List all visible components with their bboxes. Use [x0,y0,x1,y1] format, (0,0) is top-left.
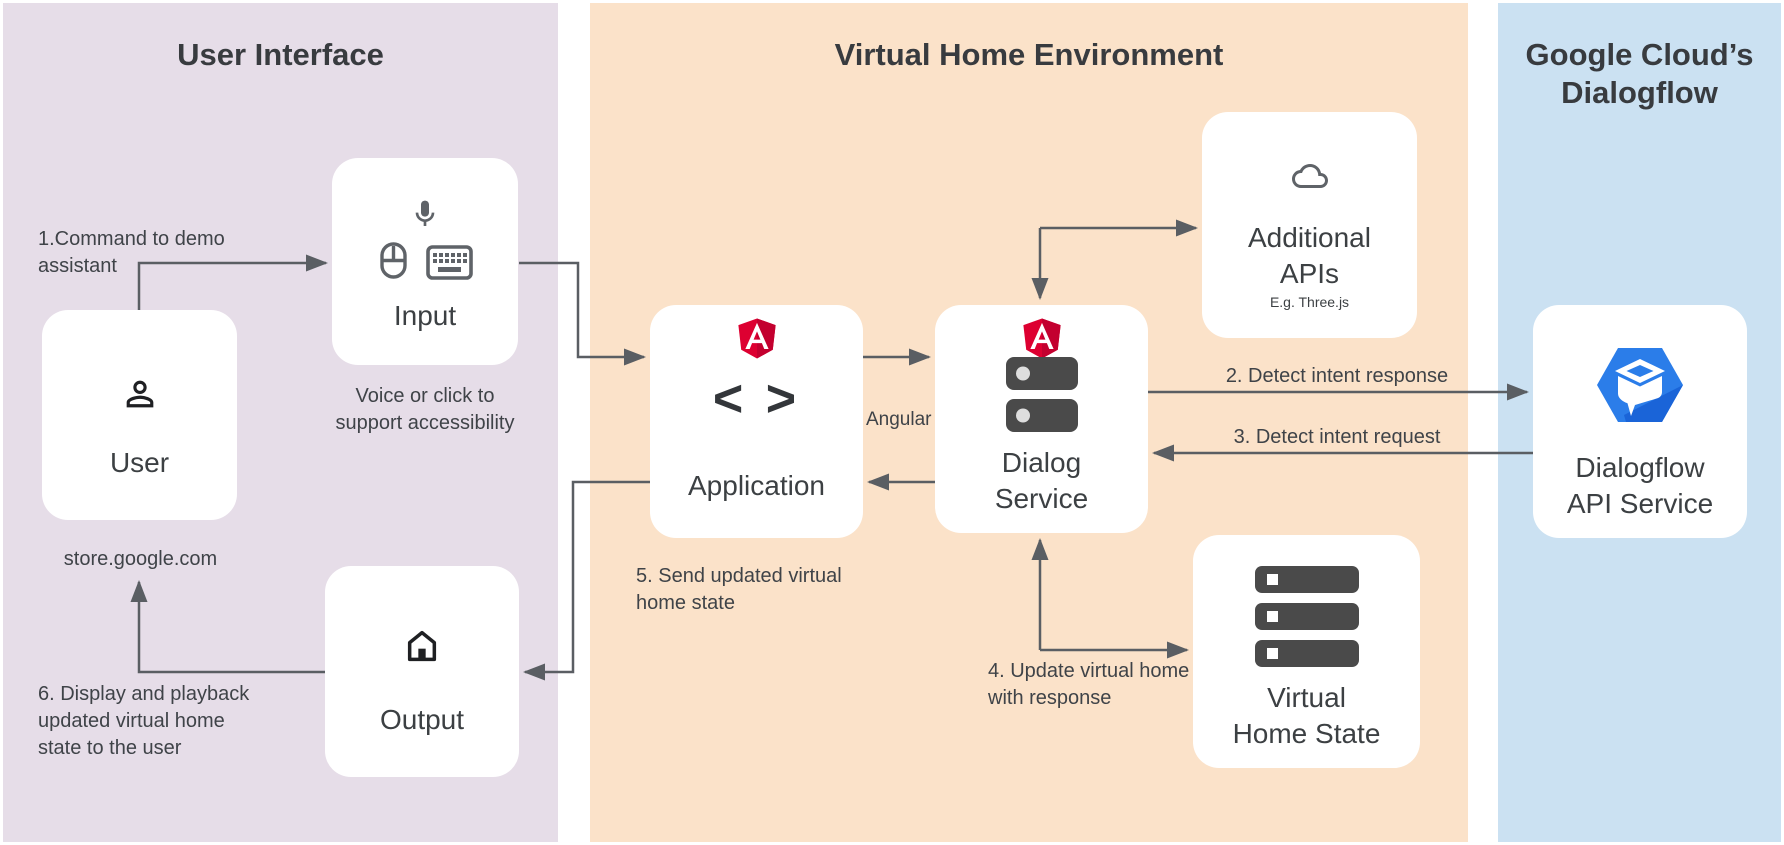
annotation-store-url: store.google.com [63,548,218,570]
virtual-home-state-label-line2: Home State [1232,718,1381,749]
person-icon [120,374,160,419]
dialogflow-api-service-label: Dialogflow API Service [1533,450,1747,522]
angular-logo-icon [1017,311,1067,369]
node-additional-apis: Additional APIs E.g. Three.js [1202,112,1417,338]
annotation-voice-caption: Voice or click to support accessibility [335,385,515,434]
microphone-icon [409,190,441,243]
node-dialogflow-api-service: Dialogflow API Service [1533,305,1747,538]
annotation-step2: 2. Detect intent response [1225,365,1449,387]
annotation-step3: 3. Detect intent request [1233,426,1441,448]
virtual-home-state-label-line1: Virtual [1267,682,1346,713]
additional-apis-subtitle: E.g. Three.js [1269,294,1350,310]
dialogflow-api-service-label-line2: API Service [1566,488,1714,519]
node-input: Input [332,158,518,365]
additional-apis-label-line1: Additional [1248,222,1371,253]
annotation-step6: 6. Display and playback updated virtual … [38,683,250,759]
node-application: < > Application [650,305,863,538]
input-label: Input [393,300,457,331]
dialogflow-api-service-label-line1: Dialogflow [1575,452,1705,483]
node-dialog-service: Dialog Service [935,305,1148,533]
dialog-service-label-line2: Service [994,483,1089,514]
additional-apis-label: Additional APIs [1202,220,1417,292]
annotation-step5: 5. Send updated virtual home state [636,565,842,614]
node-virtual-home-state: Virtual Home State [1193,535,1420,768]
node-user: User [42,310,237,520]
dialog-service-label-line1: Dialog [1001,447,1082,478]
keyboard-icon [426,245,473,285]
code-brackets-icon: < > [712,370,801,428]
server-stack-icon [1005,357,1078,438]
additional-apis-label-line2: APIs [1279,258,1340,289]
annotation-step4: 4. Update virtual home with response [988,660,1190,709]
section-title-google-cloud-dialogflow: Google Cloud’s Dialogflow [1525,37,1754,110]
virtual-home-state-label: Virtual Home State [1193,680,1420,752]
node-output: Output [325,566,519,777]
application-label: Application [688,470,825,501]
annotation-step1: 1.Command to demo assistant [38,228,225,277]
section-title-user-interface: User Interface [177,37,384,72]
home-icon [402,626,442,671]
mouse-icon [380,242,407,284]
output-label: Output [379,704,465,735]
annotation-angular: Angular [866,409,932,430]
angular-logo-icon [732,311,782,369]
server-rack-icon [1254,566,1359,672]
cloud-icon [1285,158,1335,199]
dialog-service-label: Dialog Service [935,445,1148,517]
dialogflow-logo-icon [1589,335,1691,440]
section-title-virtual-home-environment: Virtual Home Environment [834,37,1224,72]
user-label: User [109,447,170,478]
